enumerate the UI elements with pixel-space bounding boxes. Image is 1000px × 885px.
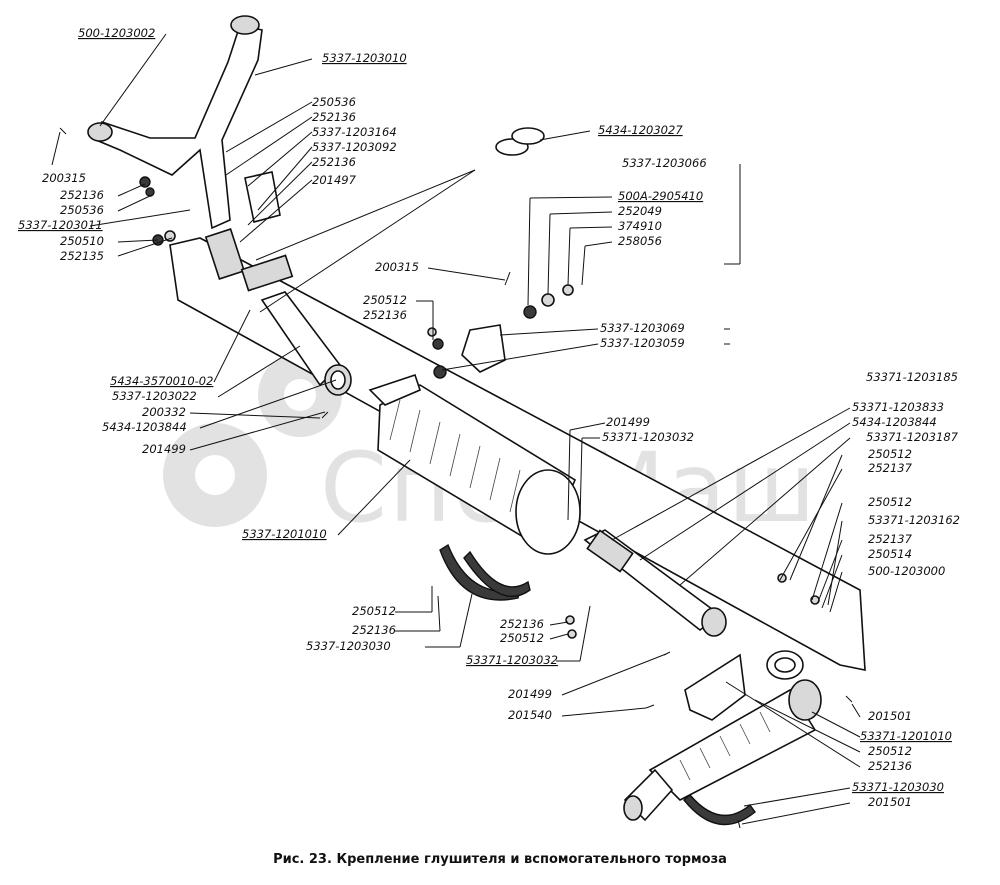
loose-gasket (495, 127, 545, 156)
figure-caption: Рис. 23. Крепление глушителя и вспомогат… (273, 852, 727, 867)
label-5434-1203844-b: 5434-1203844 (852, 415, 937, 429)
label-252136-g: 252136 (868, 759, 912, 773)
exhaust-joint-clamp (204, 228, 294, 292)
label-252136-b: 252136 (312, 155, 356, 169)
label-200315-b: 200315 (375, 260, 419, 274)
label-5337-1203011: 5337-1203011 (18, 218, 103, 232)
label-252136: 252136 (312, 110, 356, 124)
label-250512-f: 250512 (868, 744, 912, 758)
label-252136-e: 252136 (352, 623, 396, 637)
label-201501-b: 201501 (868, 795, 912, 809)
label-53371-1203185: 53371-1203185 (866, 370, 958, 384)
label-5434-3570010-02: 5434-3570010-02 (110, 374, 213, 388)
label-252137: 252137 (868, 461, 913, 475)
label-201499: 201499 (142, 442, 186, 456)
flange-bracket-upper (244, 171, 281, 223)
label-250514: 250514 (868, 547, 912, 561)
main-muffler (377, 384, 581, 555)
label-250536-b: 250536 (60, 203, 104, 217)
label-201497: 201497 (312, 173, 357, 187)
label-5337-1203030: 5337-1203030 (306, 639, 391, 653)
label-252135: 252135 (60, 249, 104, 263)
label-252137-b: 252137 (868, 532, 913, 546)
intermediate-pipe (260, 291, 352, 396)
muffler-bracket (368, 324, 506, 406)
label-5434-1203027: 5434-1203027 (598, 123, 683, 137)
label-252136-d: 252136 (363, 308, 407, 322)
label-252049: 252049 (618, 204, 662, 218)
label-5337-1203010: 5337-1203010 (322, 51, 407, 65)
label-250512: 250512 (363, 293, 407, 307)
label-53371-1203032-b: 53371-1203032 (466, 653, 558, 667)
label-258056: 258056 (618, 234, 662, 248)
label-200315: 200315 (42, 171, 86, 185)
label-53371-1203030: 53371-1203030 (852, 780, 944, 794)
label-53371-1203187: 53371-1203187 (866, 430, 959, 444)
label-53371-1203162: 53371-1203162 (868, 513, 960, 527)
label-200332: 200332 (142, 405, 186, 419)
label-53371-1203032: 53371-1203032 (602, 430, 694, 444)
label-53371-1201010: 53371-1201010 (860, 729, 952, 743)
front-exhaust-y-pipe (87, 15, 263, 230)
part-labels: 500-1203002 5337-1203010 250536 252136 5… (18, 26, 960, 809)
label-201499-c: 201499 (508, 687, 552, 701)
rear-gasket (766, 650, 804, 680)
label-250512-e: 250512 (500, 631, 544, 645)
label-5337-1203092: 5337-1203092 (312, 140, 397, 154)
label-5337-1203069: 5337-1203069 (600, 321, 685, 335)
leader-lines (51, 33, 861, 825)
label-5337-1201010: 5337-1201010 (242, 527, 327, 541)
label-252136-f: 252136 (500, 617, 544, 631)
label-5337-1203066: 5337-1203066 (622, 156, 707, 170)
label-252136-c: 252136 (60, 188, 104, 202)
label-201499-b: 201499 (606, 415, 650, 429)
label-5337-1203022: 5337-1203022 (112, 389, 197, 403)
label-201501: 201501 (868, 709, 912, 723)
label-500A-2905410: 500A-2905410 (618, 189, 703, 203)
label-500-1203002: 500-1203002 (78, 26, 155, 40)
label-53371-1203833: 53371-1203833 (852, 400, 944, 414)
label-250512-b: 250512 (868, 447, 912, 461)
label-250512-c: 250512 (868, 495, 912, 509)
tail-pipe (583, 529, 727, 637)
label-5337-1203164: 5337-1203164 (312, 125, 397, 139)
muffler-straps (439, 543, 756, 826)
label-250536: 250536 (312, 95, 356, 109)
label-201540: 201540 (508, 708, 552, 722)
label-250512-d: 250512 (352, 604, 396, 618)
label-5337-1203059: 5337-1203059 (600, 336, 685, 350)
label-250510: 250510 (60, 234, 104, 248)
rear-support-bracket (684, 653, 746, 721)
label-500-1203000: 500-1203000 (868, 564, 945, 578)
label-374910: 374910 (618, 219, 662, 233)
label-5434-1203844: 5434-1203844 (102, 420, 187, 434)
